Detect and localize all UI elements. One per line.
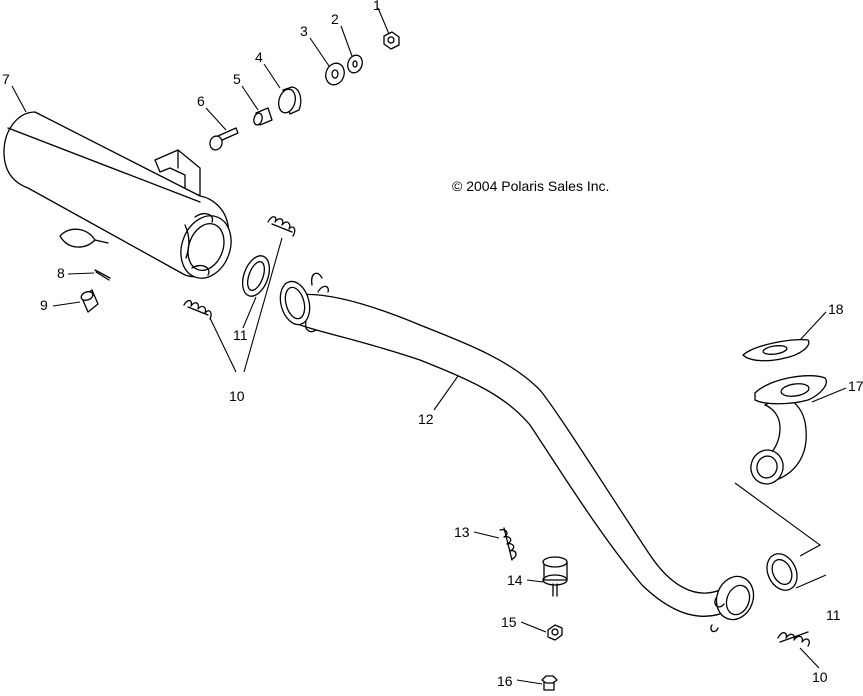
callout-1: 1 — [373, 0, 381, 13]
washer-icon — [325, 62, 345, 86]
callout-15: 15 — [501, 614, 517, 630]
flange-gasket-icon — [742, 339, 810, 362]
spring-icon — [183, 299, 212, 320]
bushing-icon — [253, 107, 273, 126]
callout-9: 9 — [40, 297, 48, 313]
gasket-ring-icon — [766, 553, 798, 591]
callout-11: 11 — [233, 327, 248, 343]
callout-12: 12 — [418, 411, 434, 427]
bolt-icon — [209, 127, 239, 151]
spring-icon — [499, 527, 517, 561]
gasket-ring-icon — [241, 255, 271, 297]
callout-17: 17 — [848, 378, 863, 394]
callout-5: 5 — [233, 71, 241, 87]
nut-icon — [383, 31, 400, 50]
mount-bolt-icon — [542, 556, 568, 597]
callout-4: 4 — [255, 49, 263, 65]
plug-icon — [80, 289, 99, 313]
spring-icon — [777, 631, 810, 647]
callout-14: 14 — [507, 572, 523, 588]
washer-icon — [347, 54, 363, 74]
callout-11-lower: 11 — [826, 607, 841, 623]
muffler-icon — [3, 111, 232, 279]
copyright-notice: © 2004 Polaris Sales Inc. — [452, 178, 609, 194]
callout-7: 7 — [2, 71, 10, 87]
nut-icon — [547, 624, 563, 641]
callout-6: 6 — [197, 93, 205, 109]
bolt-icon — [541, 675, 558, 691]
callout-16: 16 — [497, 673, 513, 689]
callout-10-lower: 10 — [812, 669, 828, 685]
exhaust-pipe-icon — [279, 272, 755, 633]
callout-13: 13 — [454, 524, 470, 540]
callout-2: 2 — [331, 11, 339, 27]
callout-8: 8 — [57, 265, 65, 281]
callout-3: 3 — [300, 23, 308, 39]
callout-18: 18 — [828, 301, 844, 317]
callout-10: 10 — [229, 388, 245, 404]
spring-icon — [267, 216, 296, 237]
pin-icon — [94, 269, 111, 281]
header-pipe-icon — [750, 375, 827, 485]
grommet-icon — [278, 86, 302, 115]
leader-lines — [11, 7, 847, 685]
